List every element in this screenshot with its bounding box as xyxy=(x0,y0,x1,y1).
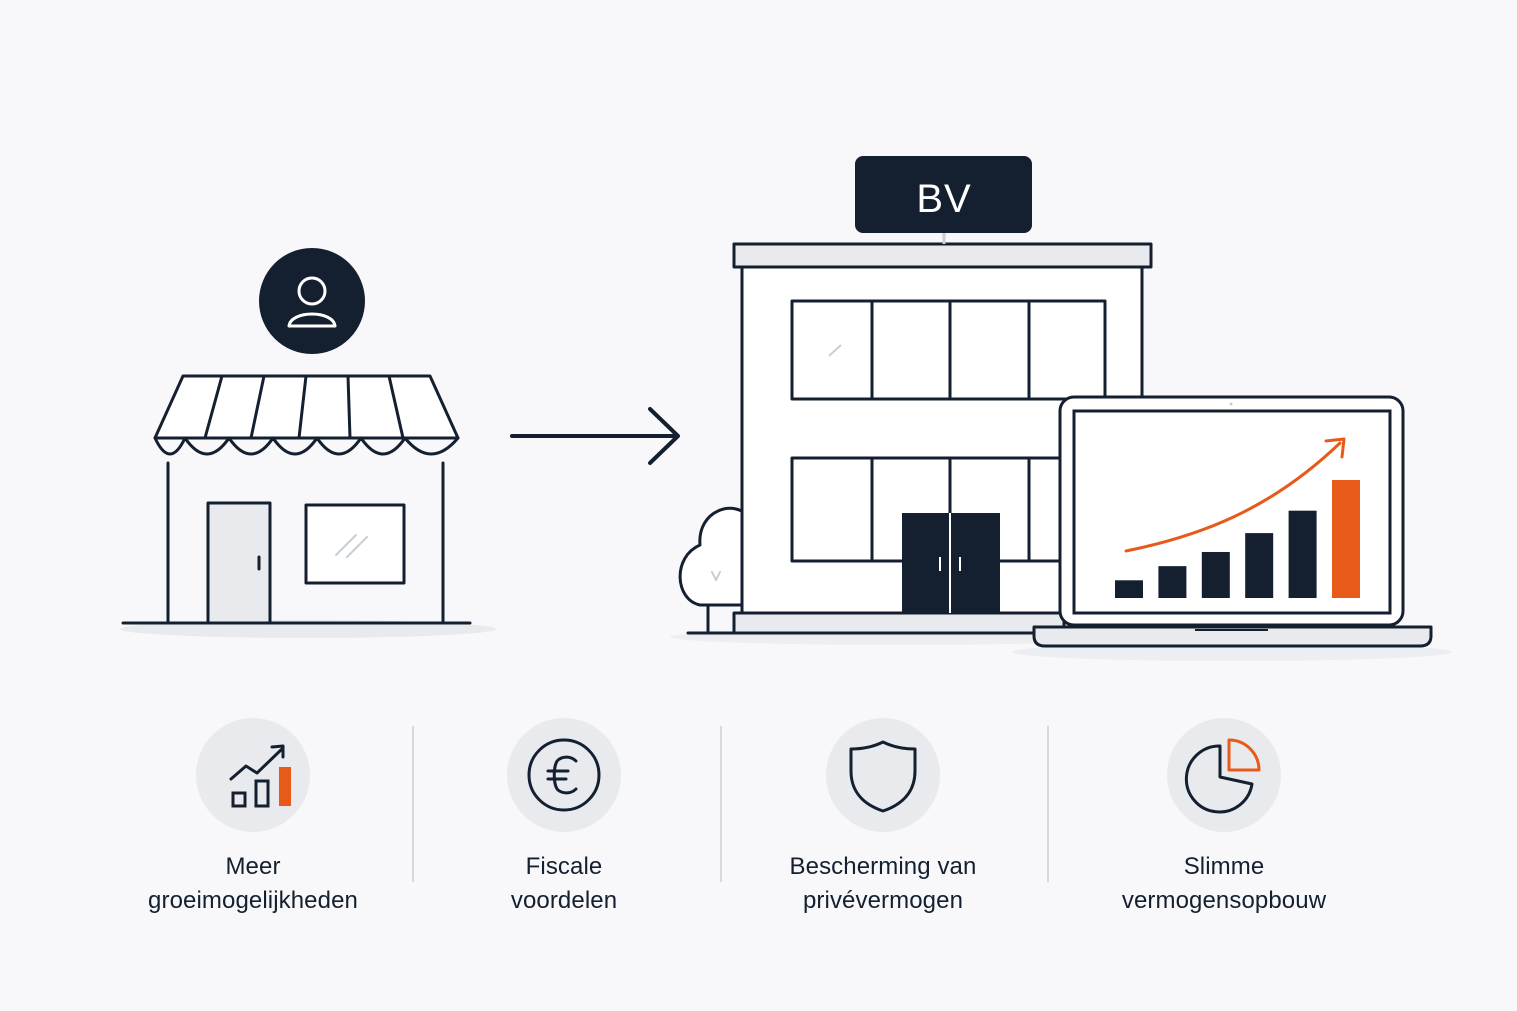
benefit-label: Fiscale voordelen xyxy=(511,850,617,918)
divider xyxy=(412,726,414,882)
benefit-label-line2: groeimogelijkheden xyxy=(148,887,358,914)
divider xyxy=(1047,726,1049,882)
laptop-chart-bar xyxy=(1201,551,1230,598)
benefit-label-line1: Slimme xyxy=(1183,853,1265,880)
benefit-icon-circle xyxy=(826,718,940,832)
benefit-tax: Fiscale voordelen xyxy=(414,718,714,918)
laptop-chart-bar xyxy=(1158,566,1187,598)
benefit-label: Bescherming van privévermogen xyxy=(790,850,977,918)
benefit-label-line1: Bescherming van xyxy=(789,853,977,880)
transition-illustration: BV xyxy=(120,156,1452,661)
benefit-label-line2: vermogensopbouw xyxy=(1121,887,1327,914)
pie-chart-icon xyxy=(1184,738,1261,814)
laptop-chart-bar xyxy=(1115,580,1143,598)
arrow-right-icon xyxy=(510,407,680,465)
laptop-chart-bar xyxy=(1332,480,1360,598)
benefit-icon-circle xyxy=(196,718,310,832)
laptop-chart-bar xyxy=(1245,533,1274,598)
benefit-icon-circle xyxy=(1167,718,1281,832)
benefit-label: Meer groeimogelijkheden xyxy=(148,850,358,918)
laptop-growth-chart-icon xyxy=(1032,395,1433,648)
shield-icon xyxy=(849,740,917,813)
tree-icon xyxy=(678,506,752,635)
benefit-wealth: Slimme vermogensopbouw xyxy=(1074,718,1374,918)
laptop-chart-bar xyxy=(1288,510,1317,598)
storefront-icon xyxy=(121,374,472,625)
growth-chart-icon xyxy=(229,744,291,808)
benefit-label-line1: Meer xyxy=(225,853,281,880)
person-icon xyxy=(259,248,365,354)
bv-sign-label: BV xyxy=(916,177,971,221)
bv-sign: BV xyxy=(855,156,1032,244)
benefit-growth: Meer groeimogelijkheden xyxy=(103,718,403,918)
euro-icon xyxy=(527,738,601,812)
benefit-label-line2: privévermogen xyxy=(802,887,964,914)
benefit-label: Slimme vermogensopbouw xyxy=(1122,850,1326,918)
entrance-door xyxy=(902,513,1000,613)
divider xyxy=(720,726,722,882)
benefit-icon-circle xyxy=(507,718,621,832)
benefit-label-line2: voordelen xyxy=(510,887,618,914)
benefit-protection: Bescherming van privévermogen xyxy=(733,718,1033,918)
benefit-label-line1: Fiscale xyxy=(525,853,603,880)
